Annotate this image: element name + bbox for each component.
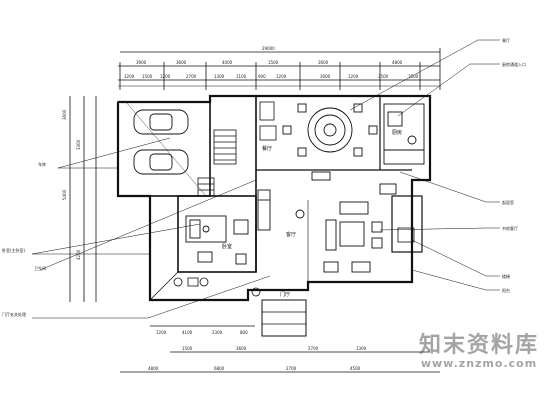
svg-text:1300: 1300 — [214, 74, 225, 79]
callout-left-1: 车库 — [38, 161, 46, 167]
svg-text:4100: 4100 — [182, 330, 193, 335]
svg-text:2300: 2300 — [212, 330, 223, 335]
sofa-top — [339, 201, 369, 215]
svg-text:3900: 3900 — [136, 60, 147, 65]
garage — [117, 101, 211, 197]
svg-text:1500: 1500 — [142, 74, 153, 79]
svg-text:1200: 1200 — [124, 74, 135, 79]
room-label-kitchen: 厨房 — [392, 129, 402, 136]
coffee-table — [339, 221, 365, 247]
svg-text:3600: 3600 — [318, 60, 329, 65]
svg-text:1300: 1300 — [356, 346, 367, 351]
car-2 — [133, 149, 189, 175]
svg-text:2700: 2700 — [308, 346, 319, 351]
callout-right-6: 阳台 — [502, 287, 510, 293]
svg-text:6800: 6800 — [214, 366, 225, 371]
svg-text:1500: 1500 — [268, 60, 279, 65]
svg-text:1200: 1200 — [276, 74, 287, 79]
svg-text:3500: 3500 — [378, 74, 389, 79]
outer-wall — [116, 94, 432, 302]
watermark: 知末资料库 www.znzmo.com — [406, 327, 552, 371]
svg-text:1100: 1100 — [236, 74, 247, 79]
svg-text:5400: 5400 — [62, 189, 67, 200]
svg-text:4200: 4200 — [76, 249, 81, 260]
svg-text:1200: 1200 — [348, 74, 359, 79]
svg-text:3600: 3600 — [62, 109, 67, 120]
svg-text:4500: 4500 — [350, 366, 361, 371]
callout-right-5: 楼梯 — [502, 273, 510, 279]
svg-text:2700: 2700 — [186, 74, 197, 79]
svg-text:2700: 2700 — [286, 366, 297, 371]
callout-left-4: 门厅玄关处理 — [2, 311, 26, 317]
svg-text:3000: 3000 — [320, 74, 331, 79]
svg-text:4000: 4000 — [222, 60, 233, 65]
svg-text:900: 900 — [258, 74, 266, 79]
dim-top-total: 29000 — [262, 46, 275, 51]
watermark-url: www.znzmo.com — [420, 357, 538, 370]
watermark-brand: 知末资料库 — [418, 333, 539, 358]
svg-text:4800: 4800 — [148, 366, 159, 371]
svg-text:3600: 3600 — [176, 60, 187, 65]
callout-right-2: 厨房通道入口 — [502, 61, 526, 67]
stair — [213, 129, 237, 165]
svg-text:3600: 3600 — [236, 346, 247, 351]
svg-text:1200: 1200 — [156, 330, 167, 335]
room-label-bedroom: 卧室 — [222, 243, 232, 250]
svg-text:4800: 4800 — [392, 60, 403, 65]
callout-left-2: 卧室(主卧室) — [2, 247, 26, 253]
room-label-entrance: 门厅 — [280, 291, 290, 298]
svg-text:1500: 1500 — [182, 346, 193, 351]
callout-right-1: 餐厅 — [502, 37, 510, 43]
dining-table — [282, 103, 378, 157]
callout-right-3: 起居室 — [502, 199, 514, 205]
svg-text:800: 800 — [240, 330, 248, 335]
svg-text:1200: 1200 — [160, 74, 171, 79]
room-label-hall: 客厅 — [286, 231, 296, 238]
callout-left-3: 卫生间 — [34, 265, 46, 271]
car-1 — [133, 109, 189, 135]
svg-text:1500: 1500 — [408, 74, 419, 79]
room-label-dining: 餐厅 — [262, 145, 272, 152]
callout-right-4: 书房客厅 — [502, 225, 518, 231]
bed — [185, 215, 227, 243]
svg-text:3300: 3300 — [76, 139, 81, 150]
